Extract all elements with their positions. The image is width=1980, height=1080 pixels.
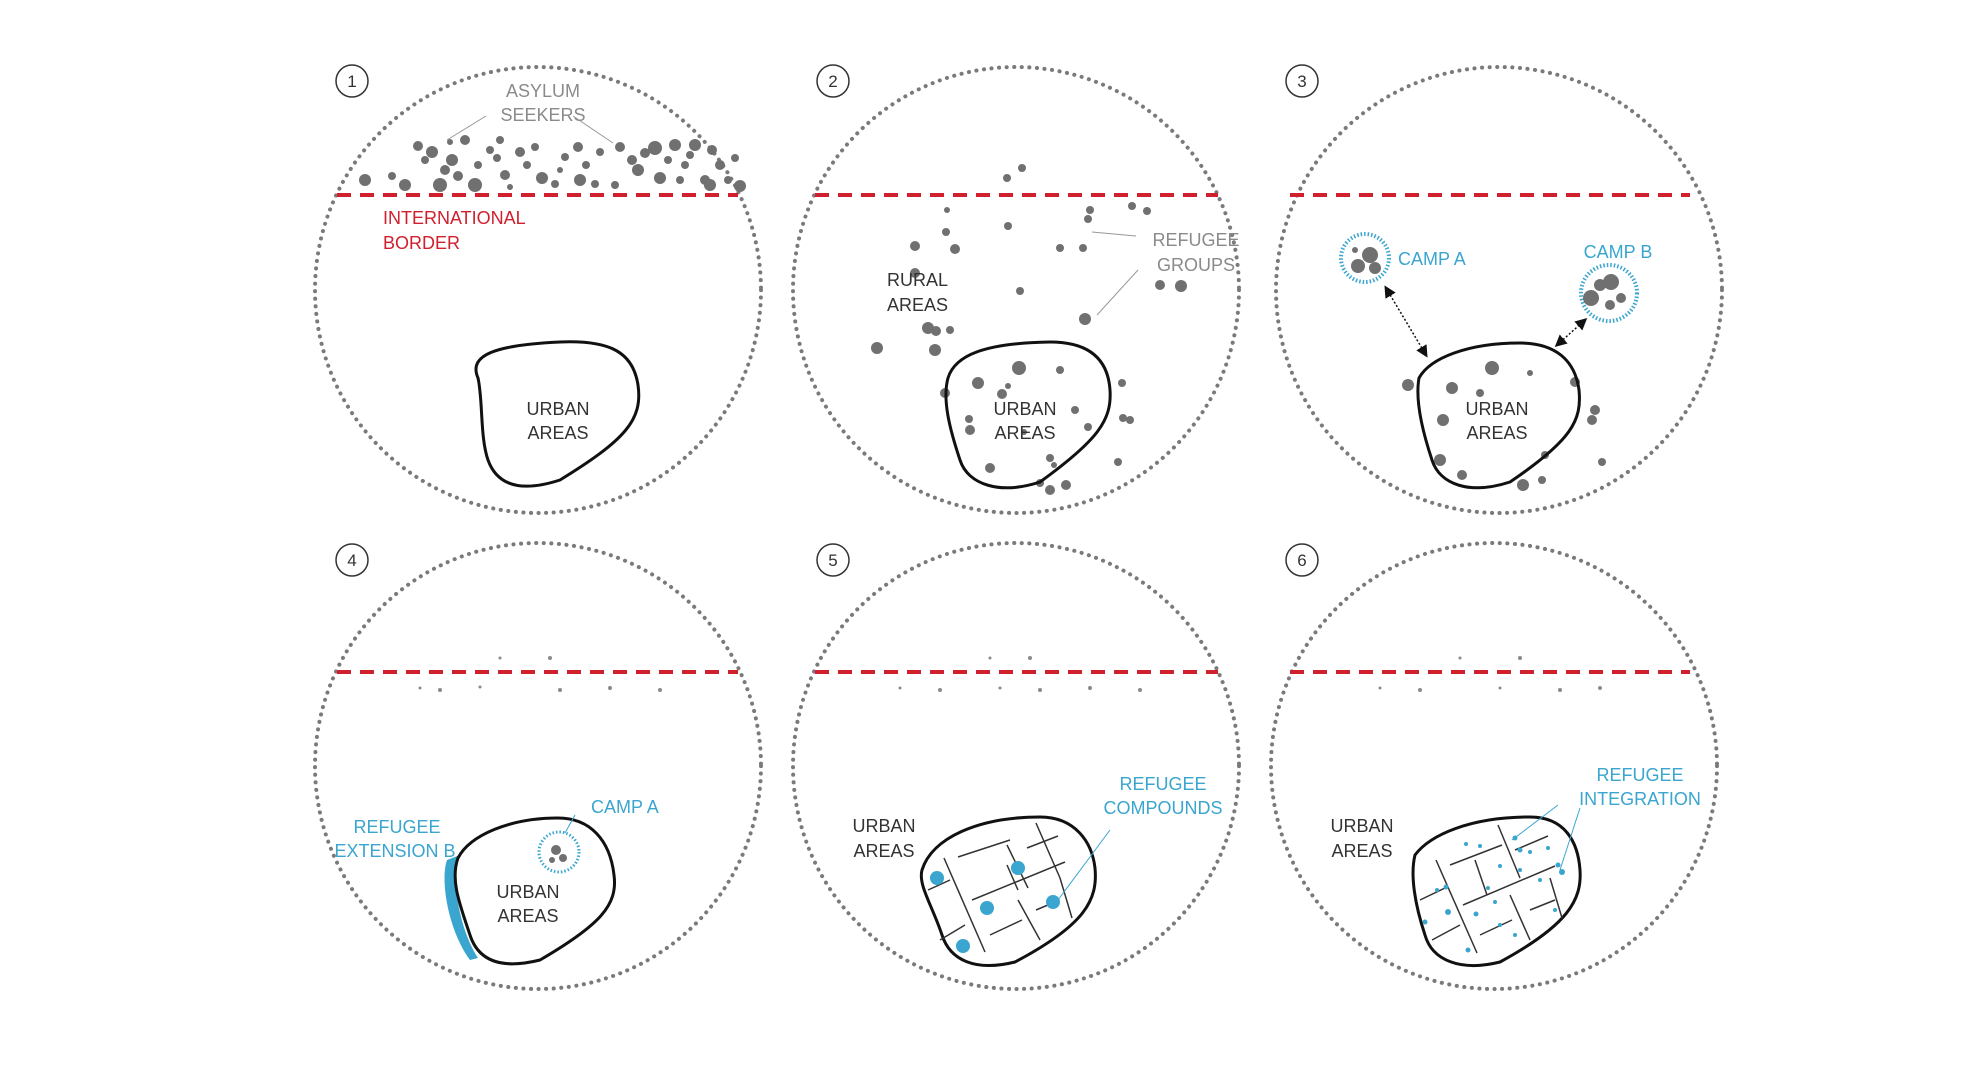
urban-area-outline <box>1411 815 1582 967</box>
rural-areas-label: RURAL <box>887 270 948 290</box>
asylum-seekers-label: ASYLUM <box>506 81 580 101</box>
asylum-seekers-label: SEEKERS <box>500 105 585 125</box>
refugee-groups-leader <box>1096 269 1139 316</box>
urban-areas-label: URBAN <box>526 399 589 419</box>
integration-leader <box>1559 807 1581 871</box>
camp-a <box>1339 232 1391 284</box>
panel-boundary <box>791 541 1241 991</box>
step-number-badge: 5 <box>816 543 850 577</box>
camp-a-label: CAMP A <box>591 797 659 817</box>
panel-boundary <box>1274 65 1724 515</box>
integration-leader <box>1511 804 1559 841</box>
urban-areas-label: URBAN <box>1465 399 1528 419</box>
refugee-groups-label: REFUGEE <box>1152 230 1239 250</box>
panel-4: 4 CAMP A REFUGEE EXTENSION B URBAN AREAS <box>313 541 763 991</box>
international-border-label: INTERNATIONAL <box>383 208 526 228</box>
street-grid <box>927 822 1073 953</box>
urban-area-outline <box>919 815 1097 967</box>
camp-b-label: CAMP B <box>1584 242 1653 262</box>
refugee-groups-label: GROUPS <box>1157 255 1235 275</box>
panel-5: 5 REFUGEE COMPOUNDS URBAN AREAS <box>791 541 1241 991</box>
urban-area-outline <box>474 340 641 488</box>
street-grid <box>1419 824 1563 954</box>
integrated-refugee-dots <box>1422 835 1565 953</box>
urban-areas-label: AREAS <box>853 841 914 861</box>
urban-areas-label: URBAN <box>852 816 915 836</box>
residual-population-band <box>1378 656 1602 692</box>
step-number: 4 <box>347 551 356 570</box>
urban-areas-label: URBAN <box>1330 816 1393 836</box>
rural-areas-label: AREAS <box>887 295 948 315</box>
panel-boundary <box>791 65 1241 515</box>
camp-b-connection-arrow <box>1554 318 1588 347</box>
step-number-badge: 3 <box>1285 64 1319 98</box>
urban-area-outline <box>1416 341 1581 490</box>
camp-a-leader <box>564 814 576 834</box>
refugee-extension-label: REFUGEE <box>353 817 440 837</box>
asylum-seekers-cluster <box>359 135 746 192</box>
panel-2: 2 REFUGEE GROUPS RURAL AREAS URBAN AREAS <box>791 64 1241 515</box>
panel-1: 1 ASYLUM SEEKERS INTERNATIONAL BORDER UR… <box>313 64 763 515</box>
step-number-badge: 4 <box>335 543 369 577</box>
urban-areas-label: AREAS <box>497 906 558 926</box>
panel-boundary <box>313 65 763 515</box>
refugee-compounds-label: COMPOUNDS <box>1103 798 1222 818</box>
step-number-badge: 2 <box>816 64 850 98</box>
asylum-leader-right <box>572 115 614 144</box>
panel-boundary <box>1269 541 1719 991</box>
step-number: 3 <box>1297 72 1306 91</box>
urban-area-outline <box>453 816 617 966</box>
panel-3: 3 CAMP A CAMP B URBAN AREAS <box>1274 64 1724 515</box>
refugee-compounds-label: REFUGEE <box>1119 774 1206 794</box>
refugee-groups-leader <box>1091 231 1137 237</box>
panel-boundary <box>313 541 763 991</box>
urban-areas-label: URBAN <box>496 882 559 902</box>
refugee-extension-label: EXTENSION B <box>334 841 455 861</box>
camp-a-connection-arrow <box>1384 285 1428 358</box>
refugee-groups-scatter <box>871 164 1187 495</box>
camp-a <box>537 830 581 874</box>
asylum-leader-left <box>446 115 487 141</box>
residual-population-band <box>418 656 662 692</box>
residual-population-band <box>898 656 1142 692</box>
step-number-badge: 6 <box>1285 543 1319 577</box>
urban-areas-label: AREAS <box>1331 841 1392 861</box>
urban-areas-label: AREAS <box>1466 423 1527 443</box>
step-number: 1 <box>347 72 356 91</box>
step-number: 2 <box>828 72 837 91</box>
urban-area-outline <box>944 340 1112 490</box>
compounds-leader <box>1057 829 1111 901</box>
urban-areas-label: URBAN <box>993 399 1056 419</box>
camp-a-label: CAMP A <box>1398 249 1466 269</box>
urban-areas-label: AREAS <box>994 423 1055 443</box>
step-number: 6 <box>1297 551 1306 570</box>
urban-population-scatter <box>1402 361 1606 491</box>
step-number-badge: 1 <box>335 64 369 98</box>
refugee-integration-label: REFUGEE <box>1596 765 1683 785</box>
international-border-label: BORDER <box>383 233 460 253</box>
refugee-integration-label: INTEGRATION <box>1579 789 1701 809</box>
panel-6: 6 REFUGEE INTEGRATION URBAN AREAS <box>1269 541 1719 991</box>
refugee-compounds <box>930 861 1060 953</box>
step-number: 5 <box>828 551 837 570</box>
urban-areas-label: AREAS <box>527 423 588 443</box>
refugee-extension-b <box>444 855 478 960</box>
camp-b <box>1579 263 1639 323</box>
